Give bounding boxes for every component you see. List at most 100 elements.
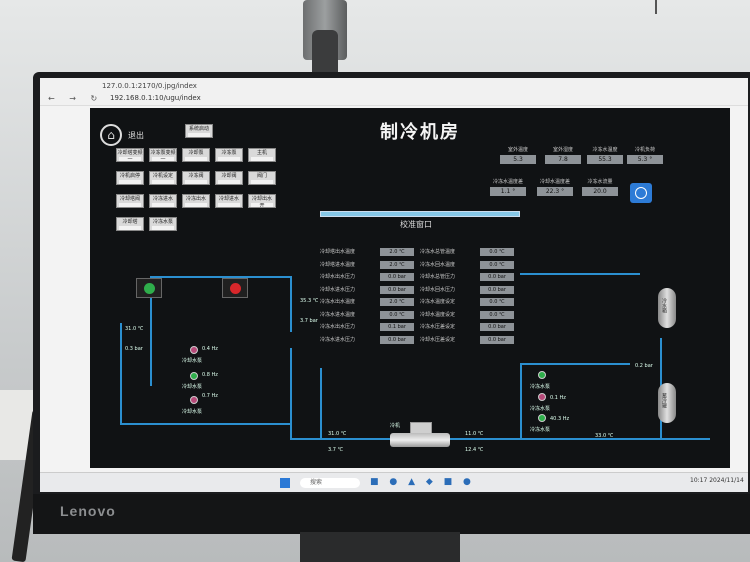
- diagram-label: 3.7 bar: [300, 318, 318, 324]
- control-button[interactable]: 冷冻出水: [182, 194, 210, 208]
- pump-icon[interactable]: [538, 414, 546, 422]
- info-value: 22.3 °: [537, 187, 573, 196]
- pump-icon[interactable]: [538, 393, 546, 401]
- cooling-tower-1[interactable]: [136, 278, 162, 298]
- home-icon[interactable]: ⌂: [100, 124, 122, 146]
- param-value: 2.0 ℃: [380, 298, 414, 306]
- param-value: 0.0 ℃: [480, 298, 514, 306]
- button-label: 冷却进水: [218, 196, 239, 202]
- control-button[interactable]: 冷机设定: [149, 171, 177, 185]
- button-label: 冷却塔变频: [117, 150, 143, 156]
- button-value: [185, 157, 207, 161]
- control-button[interactable]: 冷冻泵变频一: [149, 148, 177, 162]
- control-button[interactable]: 冷却出水开: [248, 194, 276, 208]
- monitor-chin: [33, 494, 750, 534]
- button-value: [185, 203, 207, 207]
- pipe: [520, 363, 522, 438]
- button-value: [185, 180, 207, 184]
- taskbar-apps[interactable]: ■ ● ▲ ◆ ■ ●: [370, 477, 475, 487]
- pump-icon[interactable]: [538, 371, 546, 379]
- button-value: [251, 157, 273, 161]
- search-input[interactable]: 搜索: [300, 478, 360, 488]
- button-label: 系统启动: [188, 126, 209, 132]
- button-label: 冷却出水: [251, 196, 272, 202]
- param-value: 0.0 bar: [480, 273, 514, 281]
- button-label: 冷机启停: [119, 173, 140, 179]
- pipe: [290, 438, 710, 440]
- info-label: 室外湿度: [552, 147, 573, 153]
- pump-icon[interactable]: [190, 346, 198, 354]
- browser-toolbar: 127.0.0.1:2170/0.jpg/index ← → ↻ 192.168…: [40, 78, 748, 106]
- pump-icon[interactable]: [190, 372, 198, 380]
- pipe: [520, 273, 640, 275]
- diagram-label: 3.7 ℃: [328, 447, 344, 453]
- control-button[interactable]: 冷却塔变频一: [116, 148, 144, 162]
- info-value: 7.8: [545, 155, 581, 164]
- param-value: 2.0 ℃: [380, 260, 414, 269]
- control-button[interactable]: 冷冻水泵: [149, 217, 177, 231]
- param-value: 0.0 bar: [380, 285, 414, 294]
- pipe: [520, 363, 630, 365]
- control-button[interactable]: 冷冻阀: [182, 171, 210, 185]
- param-label: 冷却塔出水温度: [320, 249, 356, 255]
- address-bar[interactable]: 192.168.0.1:10/ugu/index: [110, 94, 201, 102]
- control-button[interactable]: 冷机启停: [116, 171, 144, 185]
- nav-icons[interactable]: ← → ↻: [48, 94, 104, 103]
- control-button[interactable]: 阀门: [248, 171, 276, 185]
- param-value: 0.1 bar: [380, 323, 414, 331]
- start-icon[interactable]: [280, 478, 290, 488]
- button-value: [152, 226, 174, 230]
- param-value: 0.0 bar: [480, 335, 514, 344]
- diagram-label: 40.3 Hz: [550, 416, 570, 422]
- control-button[interactable]: 冷冻进水: [149, 194, 177, 208]
- button-value: 一: [119, 157, 141, 161]
- param-label: 冷冻水出水温度: [320, 299, 356, 305]
- diagram-label: 冷机: [390, 423, 401, 429]
- control-button[interactable]: 冷冻泵: [215, 148, 243, 162]
- button-value: [119, 203, 141, 207]
- control-button[interactable]: 主机: [248, 148, 276, 162]
- button-label: 冷冻出水: [185, 196, 206, 202]
- info-value: 20.0: [582, 187, 618, 196]
- pipe: [290, 348, 292, 438]
- top-button[interactable]: 系统启动: [185, 124, 213, 138]
- diagram-label: 冷冻水泵: [530, 384, 551, 390]
- button-value: [119, 226, 141, 230]
- control-button[interactable]: 冷却塔阀: [116, 194, 144, 208]
- pipe: [320, 368, 322, 438]
- cold-water-tank-label: 冷水箱: [661, 298, 667, 313]
- chiller-unit[interactable]: [390, 433, 450, 447]
- param-label: 冷却水出水压力: [320, 274, 356, 280]
- control-button[interactable]: 冷却塔: [116, 217, 144, 231]
- button-label: 冷冻泵变频: [150, 150, 176, 156]
- param-label: 冷却水进水压力: [320, 286, 356, 293]
- info-value: 1.1 °: [490, 187, 526, 196]
- param-value: 0.0 ℃: [480, 260, 514, 269]
- clock-icon[interactable]: [630, 183, 652, 203]
- browser-tab[interactable]: 127.0.0.1:2170/0.jpg/index: [102, 82, 197, 90]
- button-value: [251, 180, 273, 184]
- diagram-label: 0.1 Hz: [550, 395, 566, 401]
- info-label: 冷冻水温度差: [492, 179, 523, 185]
- cooling-tower-2[interactable]: [222, 278, 248, 298]
- exit-button[interactable]: 退出: [128, 131, 144, 140]
- info-label: 冷冻水温度: [592, 147, 618, 153]
- diagram-label: 0.8 Hz: [202, 372, 218, 378]
- monitor-arm-joint: [312, 30, 338, 78]
- param-value: 0.0 ℃: [480, 310, 514, 319]
- diagram-label: 31.0 ℃: [328, 431, 347, 437]
- diagram-label: 31.0 ℃: [125, 326, 144, 332]
- button-value: [152, 180, 174, 184]
- info-label: 室外温度: [507, 147, 528, 153]
- button-label: 阀门: [256, 173, 267, 179]
- diagram-label: 冷冻水泵: [530, 406, 551, 412]
- pump-icon[interactable]: [190, 396, 198, 404]
- control-button[interactable]: 冷却阀: [215, 171, 243, 185]
- diagram-label: 0.7 Hz: [202, 393, 218, 399]
- control-button[interactable]: 冷却泵: [182, 148, 210, 162]
- diagram-label: 12.4 ℃: [465, 447, 484, 453]
- control-button[interactable]: 冷却进水: [215, 194, 243, 208]
